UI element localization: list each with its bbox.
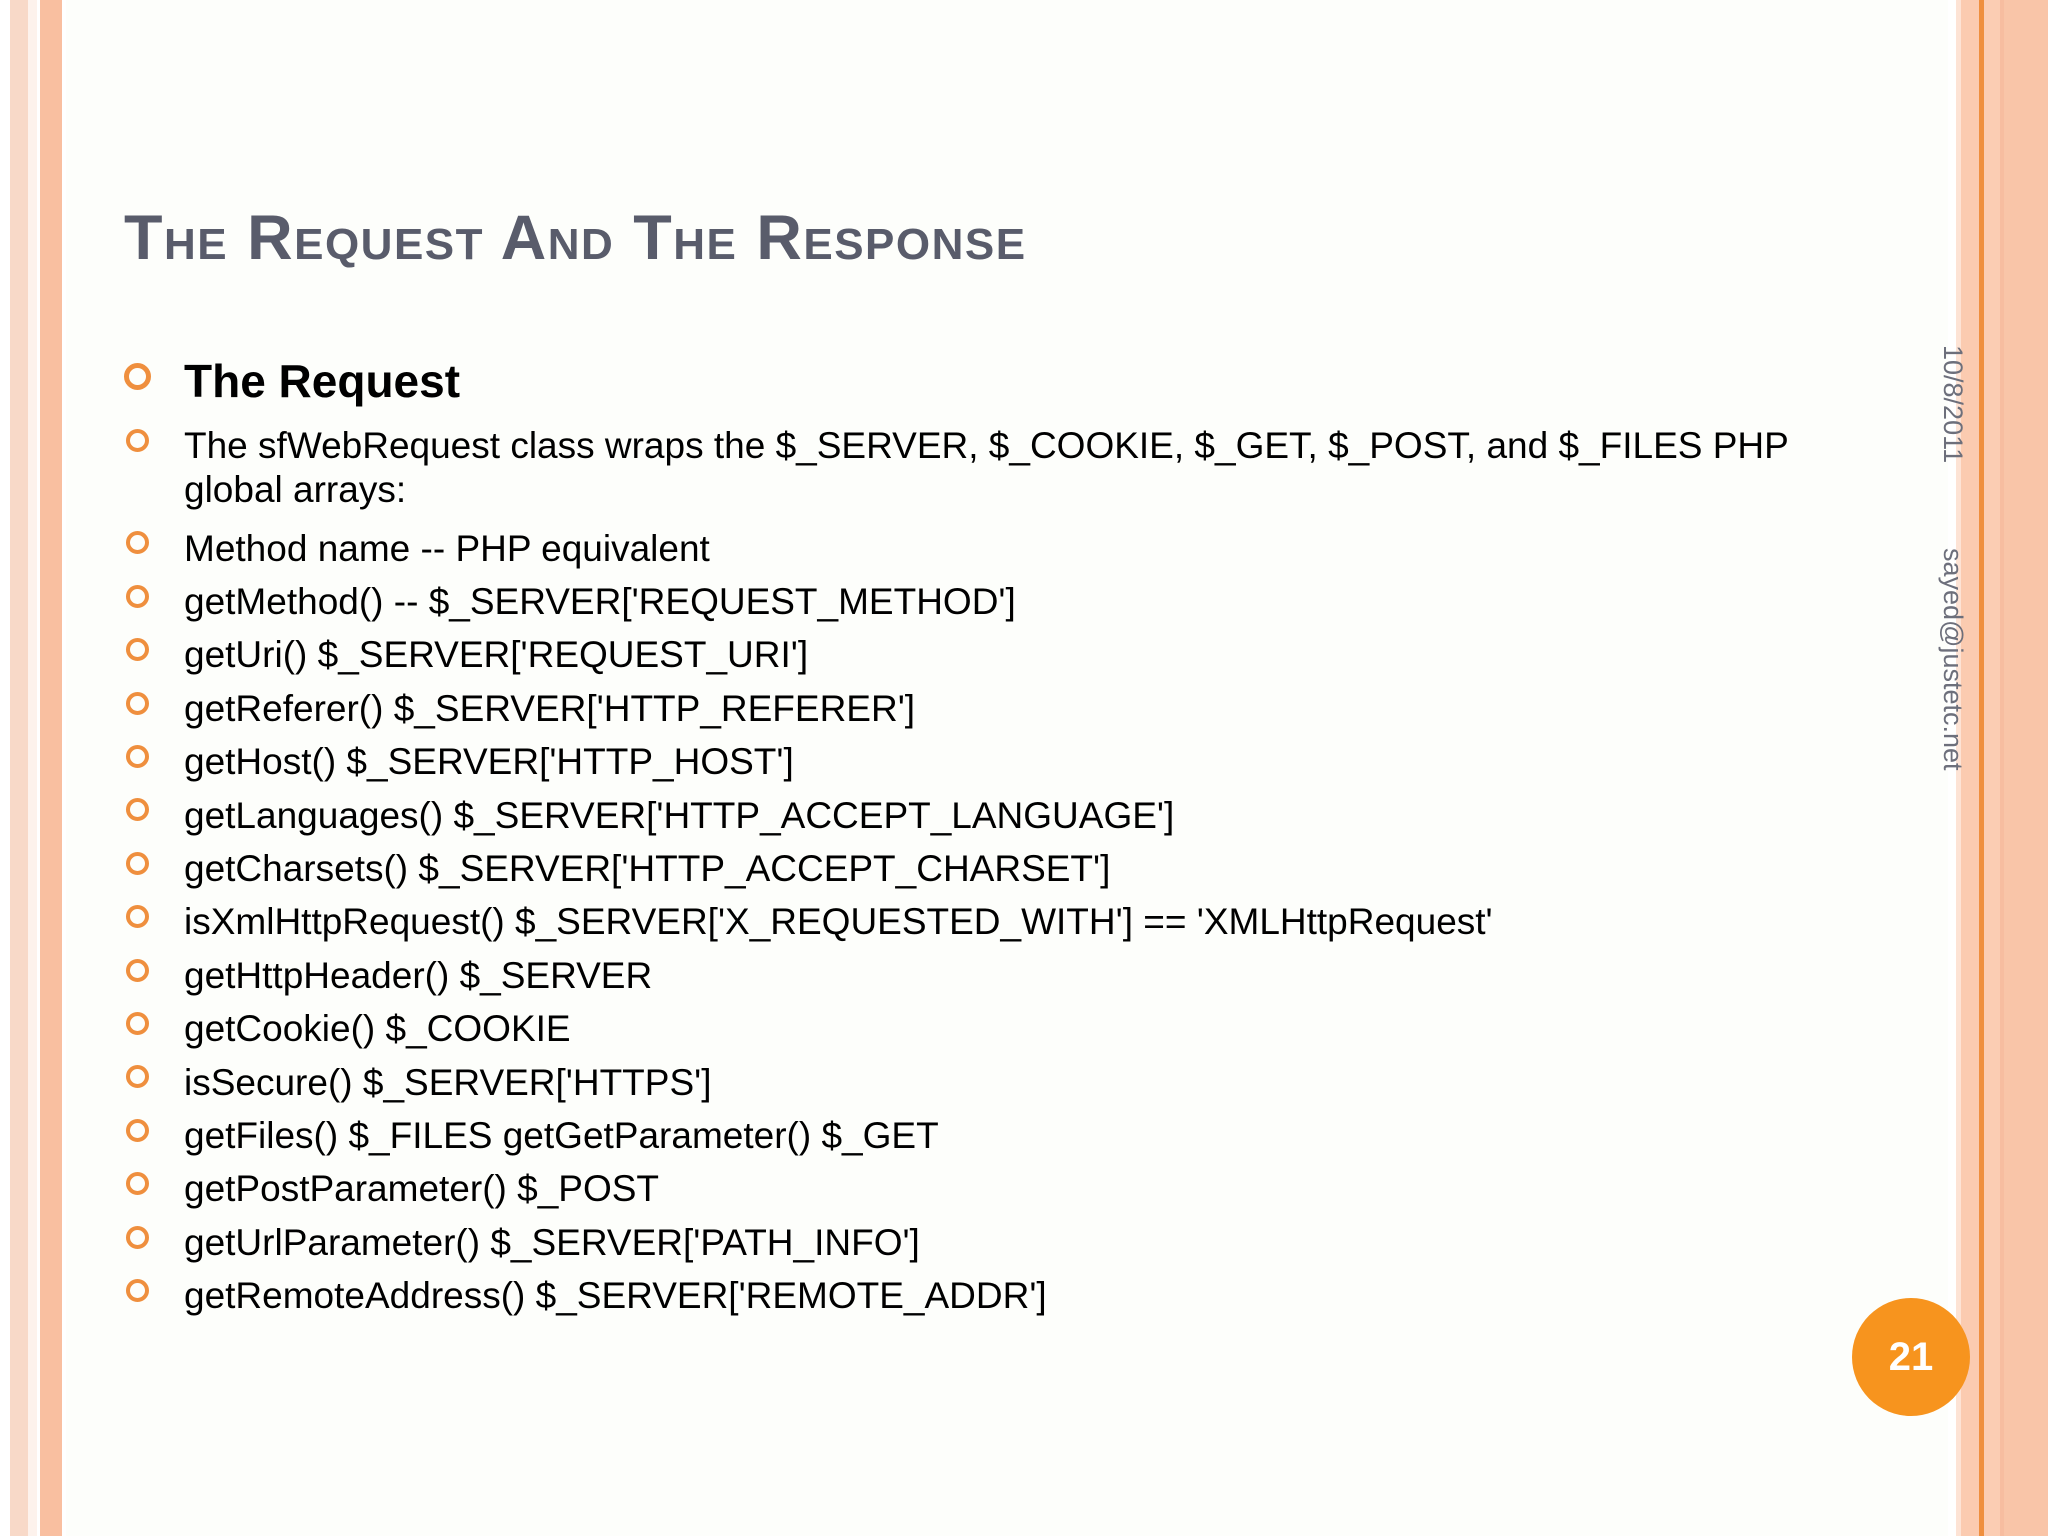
- left-border-stripe-4: [37, 0, 40, 1536]
- circle-bullet-icon: [126, 1118, 149, 1142]
- bullet-list-item: getCharsets() $_SERVER['HTTP_ACCEPT_CHAR…: [112, 847, 1812, 891]
- bullet-item-label: getPostParameter() $_POST: [184, 1168, 660, 1210]
- bullet-list-item: isSecure() $_SERVER['HTTPS']: [112, 1061, 1812, 1105]
- right-border-stripe-7: [1948, 0, 1956, 1536]
- circle-bullet-icon: [126, 1011, 149, 1035]
- right-border-stripe-3: [1984, 0, 2000, 1536]
- circle-bullet-icon: [126, 1278, 149, 1302]
- left-border-stripe-3: [28, 0, 37, 1536]
- circle-bullet-icon: [126, 1225, 149, 1249]
- bullet-item-label: getUrlParameter() $_SERVER['PATH_INFO']: [184, 1221, 920, 1263]
- bullet-item-label: The Request: [184, 355, 461, 407]
- left-border-stripe-1: [0, 0, 10, 1536]
- bullet-item-label: getHttpHeader() $_SERVER: [184, 954, 653, 996]
- bullet-item-label: isXmlHttpRequest() $_SERVER['X_REQUESTED…: [184, 901, 1493, 943]
- bullet-item-label: getCookie() $_COOKIE: [184, 1008, 571, 1050]
- bullet-list-item: getRemoteAddress() $_SERVER['REMOTE_ADDR…: [112, 1274, 1812, 1318]
- bullet-list-item: getPostParameter() $_POST: [112, 1167, 1812, 1211]
- bullet-list-item: The sfWebRequest class wraps the $_SERVE…: [112, 424, 1812, 513]
- slide-author-email: sayed@justetc.net: [1938, 548, 1968, 771]
- right-border-stripe-1: [2004, 0, 2048, 1536]
- bullet-item-label: getHost() $_SERVER['HTTP_HOST']: [184, 741, 794, 783]
- bullet-item-label: getRemoteAddress() $_SERVER['REMOTE_ADDR…: [184, 1275, 1047, 1317]
- circle-bullet-icon: [126, 851, 149, 875]
- bullet-item-label: getUri() $_SERVER['REQUEST_URI']: [184, 634, 809, 676]
- circle-bullet-icon: [126, 691, 149, 715]
- right-border-stripe-5: [1961, 0, 1979, 1536]
- left-border-stripe-5: [40, 0, 62, 1536]
- right-border-stripe-6: [1956, 0, 1961, 1536]
- circle-bullet-icon: [124, 363, 151, 391]
- bullet-list-item: getMethod() -- $_SERVER['REQUEST_METHOD'…: [112, 580, 1812, 624]
- bullet-list-item: getCookie() $_COOKIE: [112, 1007, 1812, 1051]
- bullet-item-label: getReferer() $_SERVER['HTTP_REFERER']: [184, 687, 916, 729]
- bullet-item-label: isSecure() $_SERVER['HTTPS']: [184, 1061, 712, 1103]
- circle-bullet-icon: [126, 958, 149, 982]
- circle-bullet-icon: [126, 638, 149, 662]
- right-border-stripe-2: [2000, 0, 2004, 1536]
- circle-bullet-icon: [126, 1065, 149, 1089]
- bullet-list-item: getLanguages() $_SERVER['HTTP_ACCEPT_LAN…: [112, 794, 1812, 838]
- left-border-stripe-7: [66, 0, 114, 1536]
- bullet-item-label: getMethod() -- $_SERVER['REQUEST_METHOD'…: [184, 581, 1016, 623]
- circle-bullet-icon: [126, 1172, 149, 1196]
- left-border-stripe-6: [62, 0, 66, 1536]
- circle-bullet-icon: [126, 531, 149, 555]
- bullet-item-label: Method name -- PHP equivalent: [184, 527, 710, 569]
- bullet-list-item: getReferer() $_SERVER['HTTP_REFERER']: [112, 687, 1812, 731]
- bullet-list-item: getHttpHeader() $_SERVER: [112, 954, 1812, 998]
- bullet-list-item: getFiles() $_FILES getGetParameter() $_G…: [112, 1114, 1812, 1158]
- circle-bullet-icon: [126, 745, 149, 769]
- bullet-list-item: getUrlParameter() $_SERVER['PATH_INFO']: [112, 1221, 1812, 1265]
- circle-bullet-icon: [126, 428, 149, 452]
- bullet-list-item: getUri() $_SERVER['REQUEST_URI']: [112, 633, 1812, 677]
- circle-bullet-icon: [126, 905, 149, 929]
- bullet-list-item: The Request: [112, 355, 1812, 408]
- bullet-list-item: getHost() $_SERVER['HTTP_HOST']: [112, 740, 1812, 784]
- slide-date: 10/8/2011: [1938, 345, 1968, 464]
- bullet-list-item: isXmlHttpRequest() $_SERVER['X_REQUESTED…: [112, 900, 1812, 944]
- circle-bullet-icon: [126, 584, 149, 608]
- page-number-badge: 21: [1852, 1298, 1970, 1416]
- bullet-item-label: getLanguages() $_SERVER['HTTP_ACCEPT_LAN…: [184, 794, 1175, 836]
- left-border-stripe-2: [10, 0, 28, 1536]
- slide-title: The Request and the Response: [124, 203, 1027, 273]
- right-border-stripe-4: [1979, 0, 1984, 1536]
- bullet-list-item: Method name -- PHP equivalent: [112, 527, 1812, 571]
- bullet-item-label: getFiles() $_FILES getGetParameter() $_G…: [184, 1114, 939, 1156]
- circle-bullet-icon: [126, 798, 149, 822]
- bullet-item-label: The sfWebRequest class wraps the $_SERVE…: [184, 424, 1789, 511]
- bullet-item-label: getCharsets() $_SERVER['HTTP_ACCEPT_CHAR…: [184, 848, 1111, 890]
